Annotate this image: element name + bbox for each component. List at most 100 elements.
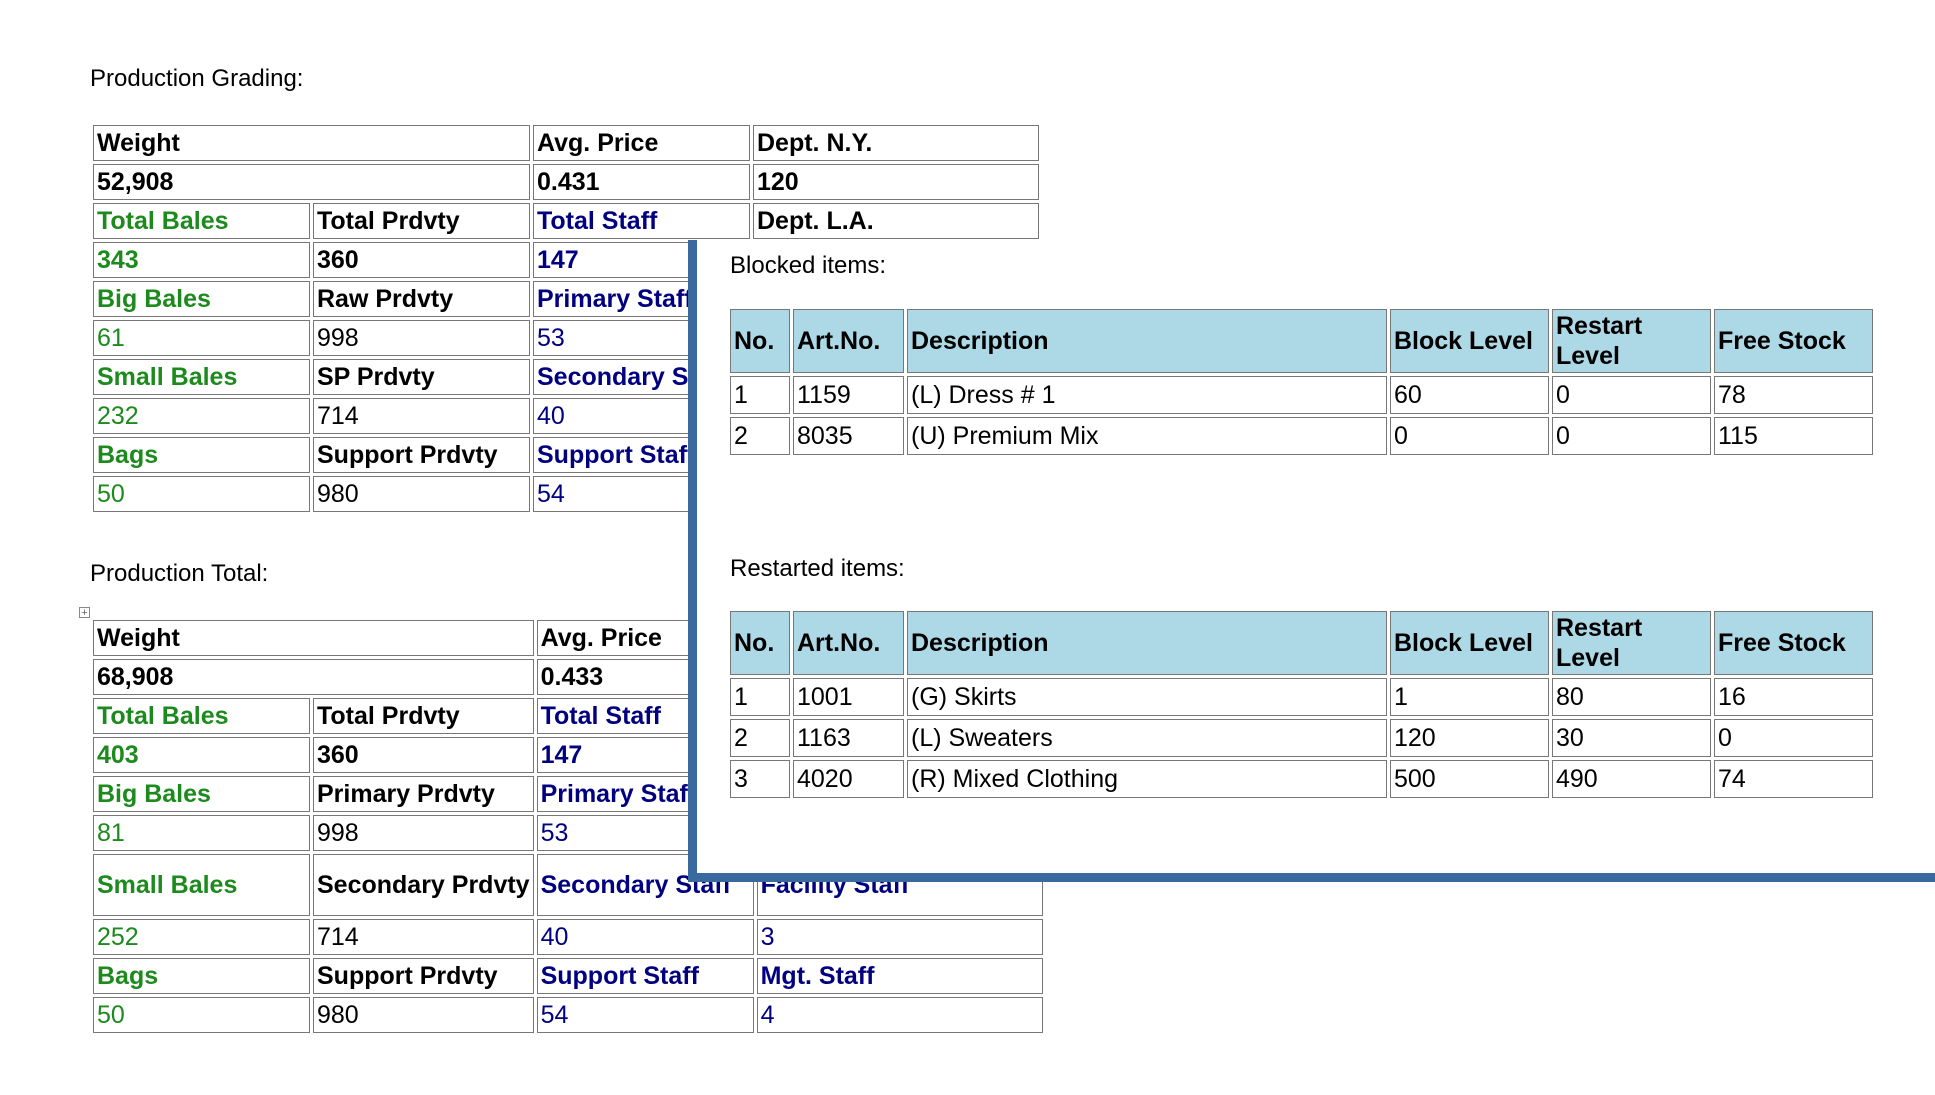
- table-cell: 16: [1714, 678, 1873, 716]
- blocked-items-title: Blocked items:: [730, 252, 887, 279]
- table-cell: 490: [1552, 760, 1711, 798]
- table-cell: 1: [730, 678, 790, 716]
- table-cell: 343: [93, 242, 310, 278]
- table-cell: Small Bales: [93, 359, 310, 395]
- table-cell: Mgt. Staff: [756, 958, 1043, 994]
- table-cell: 0: [1390, 417, 1549, 455]
- table-cell: 1001: [793, 678, 904, 716]
- table-cell: 61: [93, 320, 310, 356]
- column-header: Description: [907, 611, 1387, 675]
- table-cell: 252: [93, 919, 310, 955]
- column-header: Restart Level: [1552, 309, 1711, 373]
- table-cell: 500: [1390, 760, 1549, 798]
- table-cell: Support Prdvty: [313, 437, 530, 473]
- table-cell: Total Staff: [533, 203, 750, 239]
- grading-title: Production Grading:: [90, 65, 304, 92]
- table-cell: 1: [730, 376, 790, 414]
- table-cell: 714: [313, 398, 530, 434]
- column-header: Restart Level: [1552, 611, 1711, 675]
- table-cell: 30: [1552, 719, 1711, 757]
- table-cell: 54: [536, 997, 754, 1033]
- table-cell: Total Prdvty: [313, 203, 530, 239]
- table-cell: 68,908: [93, 659, 534, 695]
- table-cell: 52,908: [93, 164, 530, 200]
- column-header: Free Stock: [1714, 309, 1873, 373]
- table-cell: (G) Skirts: [907, 678, 1387, 716]
- table-cell: 1: [1390, 678, 1549, 716]
- table-cell: 50: [93, 997, 310, 1033]
- table-cell: Raw Prdvty: [313, 281, 530, 317]
- table-cell: 78: [1714, 376, 1873, 414]
- table-cell: 8035: [793, 417, 904, 455]
- table-cell: 74: [1714, 760, 1873, 798]
- table-anchor-icon[interactable]: +: [79, 607, 90, 619]
- table-cell: Support Staff: [536, 958, 754, 994]
- column-header: No.: [730, 309, 790, 373]
- restarted-items-title: Restarted items:: [730, 555, 905, 582]
- table-cell: 3: [756, 919, 1043, 955]
- table-cell: Small Bales: [93, 854, 310, 916]
- table-cell: (U) Premium Mix: [907, 417, 1387, 455]
- table-cell: 4020: [793, 760, 904, 798]
- table-cell: 0.431: [533, 164, 750, 200]
- table-cell: Support Prdvty: [313, 958, 534, 994]
- table-cell: Bags: [93, 958, 310, 994]
- column-header: Block Level: [1390, 309, 1549, 373]
- table-cell: 980: [313, 997, 534, 1033]
- table-cell: 40: [536, 919, 754, 955]
- table-cell: Weight: [93, 125, 530, 161]
- table-cell: 80: [1552, 678, 1711, 716]
- table-cell: 0: [1552, 417, 1711, 455]
- table-cell: 115: [1714, 417, 1873, 455]
- table-cell: 360: [313, 242, 530, 278]
- table-cell: 403: [93, 737, 310, 773]
- table-cell: 998: [313, 815, 534, 851]
- column-header: Free Stock: [1714, 611, 1873, 675]
- table-cell: 81: [93, 815, 310, 851]
- table-cell: 0: [1714, 719, 1873, 757]
- table-cell: 360: [313, 737, 534, 773]
- table-cell: Total Bales: [93, 203, 310, 239]
- table-cell: 714: [313, 919, 534, 955]
- column-header: Art.No.: [793, 611, 904, 675]
- table-cell: 1163: [793, 719, 904, 757]
- table-cell: Primary Prdvty: [313, 776, 534, 812]
- table-cell: Weight: [93, 620, 534, 656]
- table-cell: 980: [313, 476, 530, 512]
- table-cell: Big Bales: [93, 281, 310, 317]
- table-cell: (R) Mixed Clothing: [907, 760, 1387, 798]
- column-header: No.: [730, 611, 790, 675]
- table-cell: Big Bales: [93, 776, 310, 812]
- table-cell: SP Prdvty: [313, 359, 530, 395]
- table-cell: 1159: [793, 376, 904, 414]
- table-cell: 60: [1390, 376, 1549, 414]
- column-header: Art.No.: [793, 309, 904, 373]
- table-cell: 50: [93, 476, 310, 512]
- table-cell: 998: [313, 320, 530, 356]
- table-cell: Dept. N.Y.: [753, 125, 1039, 161]
- table-cell: 3: [730, 760, 790, 798]
- table-cell: Total Bales: [93, 698, 310, 734]
- table-cell: 2: [730, 719, 790, 757]
- table-cell: Avg. Price: [533, 125, 750, 161]
- table-cell: 120: [1390, 719, 1549, 757]
- table-cell: (L) Sweaters: [907, 719, 1387, 757]
- table-cell: Bags: [93, 437, 310, 473]
- table-cell: 232: [93, 398, 310, 434]
- table-cell: 2: [730, 417, 790, 455]
- table-cell: 4: [756, 997, 1043, 1033]
